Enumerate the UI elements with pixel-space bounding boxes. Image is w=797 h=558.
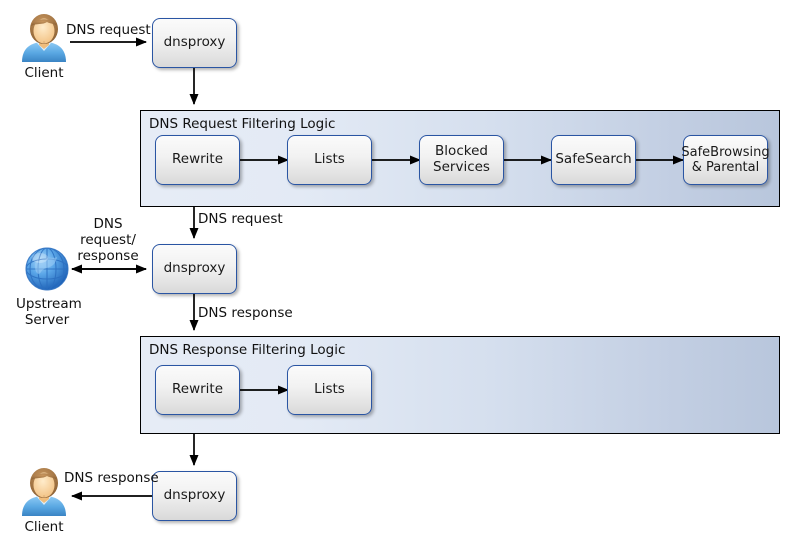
stage-label: Lists bbox=[314, 151, 345, 168]
stage-label: SafeSearch bbox=[555, 151, 632, 168]
stage-label: SafeBrowsing & Parental bbox=[681, 144, 770, 175]
actor-caption: Client bbox=[24, 519, 64, 535]
stage-rewrite-response[interactable]: Rewrite bbox=[155, 365, 240, 415]
dnsproxy-bottom[interactable]: dnsproxy bbox=[152, 471, 237, 521]
edge-label-proxy-upstream: DNS request/ response bbox=[77, 216, 139, 265]
stage-safebrowsing-parental[interactable]: SafeBrowsing & Parental bbox=[681, 135, 770, 185]
dnsproxy-label: dnsproxy bbox=[163, 34, 226, 51]
actor-upstream-server: Upstream Server bbox=[16, 243, 82, 329]
actor-caption: Upstream Server bbox=[16, 296, 82, 328]
edge-label-proxy-to-response-panel: DNS response bbox=[198, 305, 293, 321]
dnsproxy-label: dnsproxy bbox=[163, 487, 226, 504]
stage-rewrite-request[interactable]: Rewrite bbox=[155, 135, 240, 185]
panel-dns-response-filtering: DNS Response Filtering Logic bbox=[140, 336, 780, 434]
globe-icon bbox=[25, 247, 69, 291]
dnsproxy-label: dnsproxy bbox=[163, 260, 226, 277]
stage-label: Rewrite bbox=[171, 151, 224, 168]
actor-client-top: Client bbox=[16, 12, 72, 82]
dnsproxy-middle[interactable]: dnsproxy bbox=[152, 244, 237, 294]
stage-label: Rewrite bbox=[171, 381, 224, 398]
edge-label-request-panel-to-proxy: DNS request bbox=[198, 211, 283, 227]
stage-label: Lists bbox=[314, 381, 345, 398]
person-icon bbox=[22, 14, 66, 62]
person-icon bbox=[22, 468, 66, 516]
stage-safesearch[interactable]: SafeSearch bbox=[551, 135, 636, 185]
stage-blocked-services[interactable]: Blocked Services bbox=[419, 135, 504, 185]
stage-lists-response[interactable]: Lists bbox=[287, 365, 372, 415]
actor-client-bottom: Client bbox=[16, 466, 72, 536]
panel-response-title: DNS Response Filtering Logic bbox=[149, 342, 346, 358]
stage-lists-request[interactable]: Lists bbox=[287, 135, 372, 185]
stage-label: Blocked Services bbox=[433, 143, 490, 175]
edge-label-proxy-to-client: DNS response bbox=[64, 470, 159, 486]
dnsproxy-top[interactable]: dnsproxy bbox=[152, 18, 237, 68]
panel-request-title: DNS Request Filtering Logic bbox=[149, 116, 336, 132]
edge-label-client-to-proxy: DNS request bbox=[66, 22, 151, 38]
actor-caption: Client bbox=[24, 65, 64, 81]
